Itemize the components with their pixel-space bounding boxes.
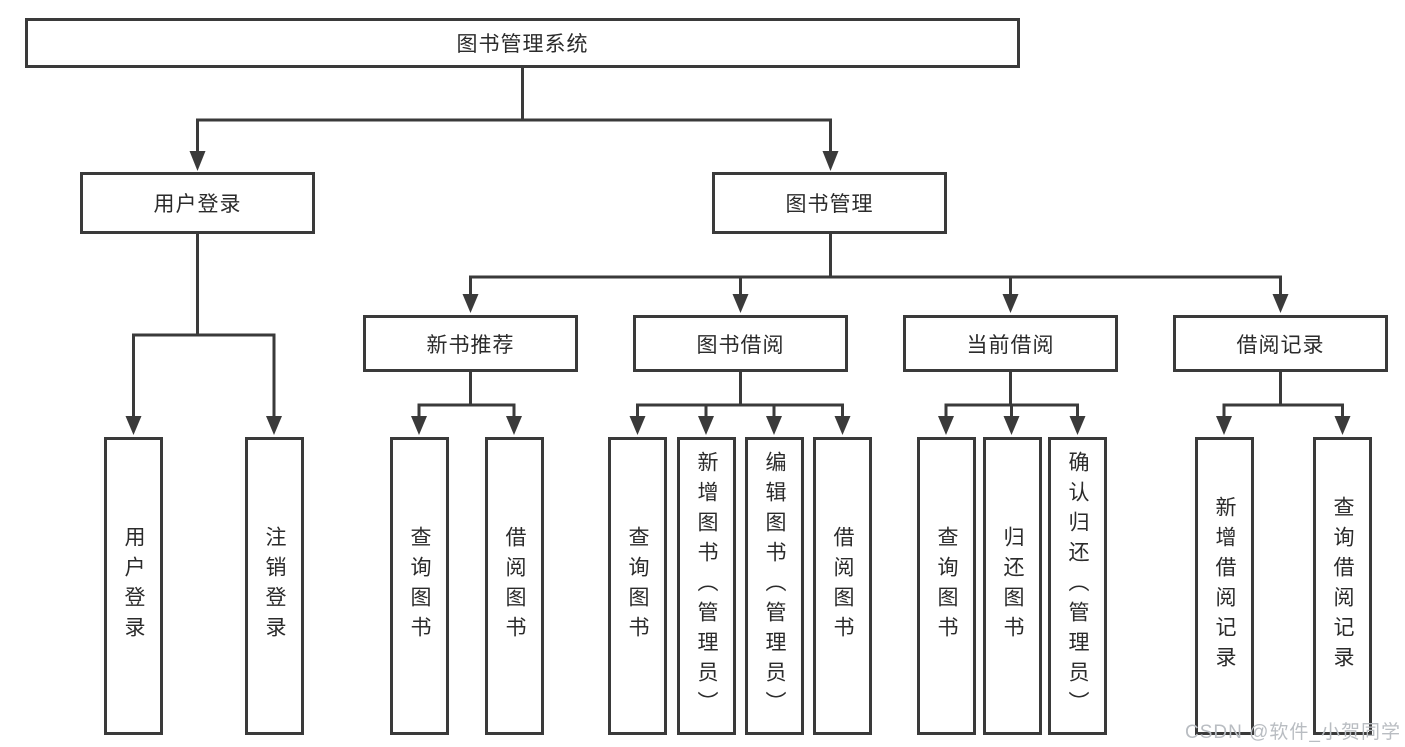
leaf-borrowing-search-books-label: 查询图书 (626, 526, 649, 646)
leaf-logout-label: 注销登录 (263, 526, 286, 646)
watermark: CSDN @软件_小贺同学 (1185, 722, 1401, 743)
leaf-add-books-admin: 新增图书（管理员） (677, 437, 736, 735)
leaf-current-search-books: 查询图书 (917, 437, 976, 735)
leaf-borrowing-borrow-books-label: 借阅图书 (831, 526, 854, 646)
leaf-borrowing-borrow-books: 借阅图书 (813, 437, 872, 735)
leaf-add-books-admin-label: 新增图书（管理员） (695, 451, 718, 721)
leaf-current-search-books-label: 查询图书 (935, 526, 958, 646)
node-current-borrowing-label: 当前借阅 (966, 333, 1055, 357)
leaf-search-borrow-record-label: 查询借阅记录 (1331, 496, 1354, 676)
leaf-recommend-search-books-label: 查询图书 (408, 526, 431, 646)
leaf-recommend-borrow-books: 借阅图书 (485, 437, 544, 735)
node-book-borrowing: 图书借阅 (633, 315, 848, 372)
wire-borrow-branch (636, 403, 844, 419)
leaf-logout: 注销登录 (245, 437, 304, 735)
leaf-recommend-search-books: 查询图书 (390, 437, 449, 735)
wire-login-branch (132, 333, 276, 419)
node-book-management-label: 图书管理 (785, 193, 874, 216)
node-current-borrowing: 当前借阅 (903, 315, 1118, 372)
wire-mgmt-branch (469, 275, 1282, 297)
leaf-confirm-return-admin: 确认归还（管理员） (1048, 437, 1107, 735)
leaf-add-borrow-record-label: 新增借阅记录 (1213, 496, 1236, 676)
wire-current-branch (944, 403, 1079, 419)
node-borrowing-records: 借阅记录 (1173, 315, 1388, 372)
leaf-edit-books-admin-label: 编辑图书（管理员） (763, 451, 786, 721)
node-new-book-recommend-label: 新书推荐 (426, 333, 515, 357)
leaf-user-login-label: 用户登录 (122, 526, 145, 646)
leaf-recommend-borrow-books-label: 借阅图书 (503, 526, 526, 646)
node-new-book-recommend: 新书推荐 (363, 315, 578, 372)
leaf-user-login: 用户登录 (104, 437, 163, 735)
leaf-return-books: 归还图书 (983, 437, 1042, 735)
leaf-edit-books-admin: 编辑图书（管理员） (745, 437, 804, 735)
wire-recommend-branch (417, 403, 516, 419)
leaf-borrowing-search-books: 查询图书 (608, 437, 667, 735)
node-book-management: 图书管理 (712, 172, 947, 234)
node-book-borrowing-label: 图书借阅 (696, 333, 785, 357)
wire-records-branch (1222, 403, 1344, 419)
node-root: 图书管理系统 (25, 18, 1020, 68)
leaf-return-books-label: 归还图书 (1001, 526, 1024, 646)
node-user-login-label: 用户登录 (153, 193, 242, 216)
node-root-label: 图书管理系统 (456, 33, 589, 56)
node-user-login: 用户登录 (80, 172, 315, 234)
node-borrowing-records-label: 借阅记录 (1236, 333, 1325, 357)
leaf-search-borrow-record: 查询借阅记录 (1313, 437, 1372, 735)
leaf-confirm-return-admin-label: 确认归还（管理员） (1066, 451, 1089, 721)
leaf-add-borrow-record: 新增借阅记录 (1195, 437, 1254, 735)
wire-root-branch (196, 118, 832, 155)
